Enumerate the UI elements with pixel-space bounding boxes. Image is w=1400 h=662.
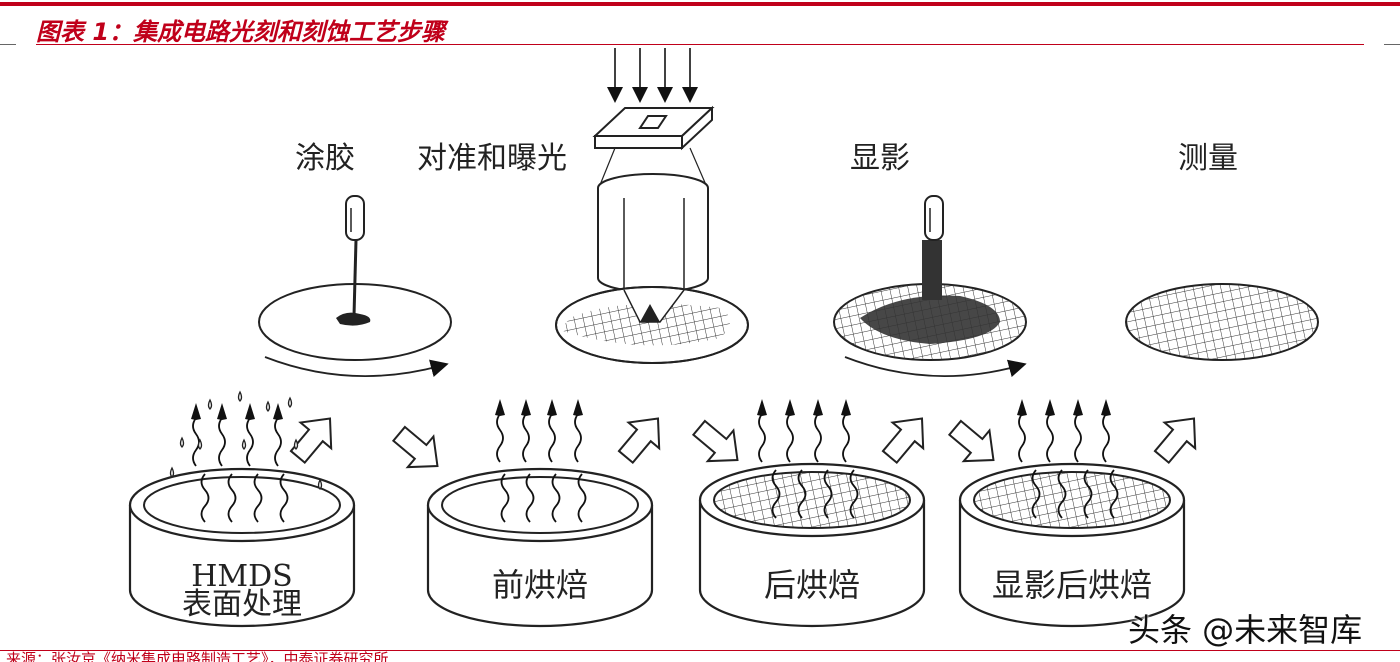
step-label-exposure: 对准和曝光 — [417, 141, 567, 176]
exposure-apparatus — [555, 48, 749, 364]
right-tick — [1384, 44, 1400, 45]
step-label-coating: 涂胶 — [295, 141, 355, 176]
step-label-measure: 测量 — [1178, 141, 1238, 176]
oven-label-hmds-sub: 表面处理 — [182, 587, 302, 622]
flow-arrow-down-3 — [941, 411, 1008, 477]
oven-postbake — [698, 398, 926, 628]
flow-arrow-down-1 — [385, 417, 452, 483]
top-rule — [0, 2, 1400, 6]
flow-arrow-up-2 — [609, 404, 675, 471]
left-tick — [0, 44, 16, 45]
bottom-rule — [0, 650, 1400, 651]
step-label-develop: 显影 — [850, 141, 910, 176]
coating-wafer — [258, 195, 452, 378]
flow-arrow-down-2 — [685, 411, 752, 477]
flow-arrow-up-4 — [1145, 404, 1211, 471]
title-rule — [36, 44, 1364, 45]
oven-hmds — [128, 390, 356, 628]
oven-prebake — [426, 398, 654, 628]
figure-title: 图表 1：集成电路光刻和刻蚀工艺步骤 — [36, 18, 446, 46]
oven-label-postbake: 后烘焙 — [764, 566, 860, 604]
flow-arrow-up-3 — [873, 404, 939, 471]
oven-hardbake — [958, 398, 1186, 628]
watermark: 头条 @未来智库 — [1128, 611, 1363, 649]
develop-wafer — [833, 195, 1027, 378]
oven-label-prebake: 前烘焙 — [492, 566, 588, 604]
measure-wafer — [1125, 283, 1319, 361]
flow-arrow-up-1 — [281, 404, 347, 471]
source-note: 来源：张汝京《纳米集成电路制造工艺》，中泰证券研究所 — [6, 651, 389, 662]
oven-label-hardbake: 显影后烘焙 — [992, 566, 1152, 604]
oven-label-hmds: HMDS — [191, 559, 292, 594]
